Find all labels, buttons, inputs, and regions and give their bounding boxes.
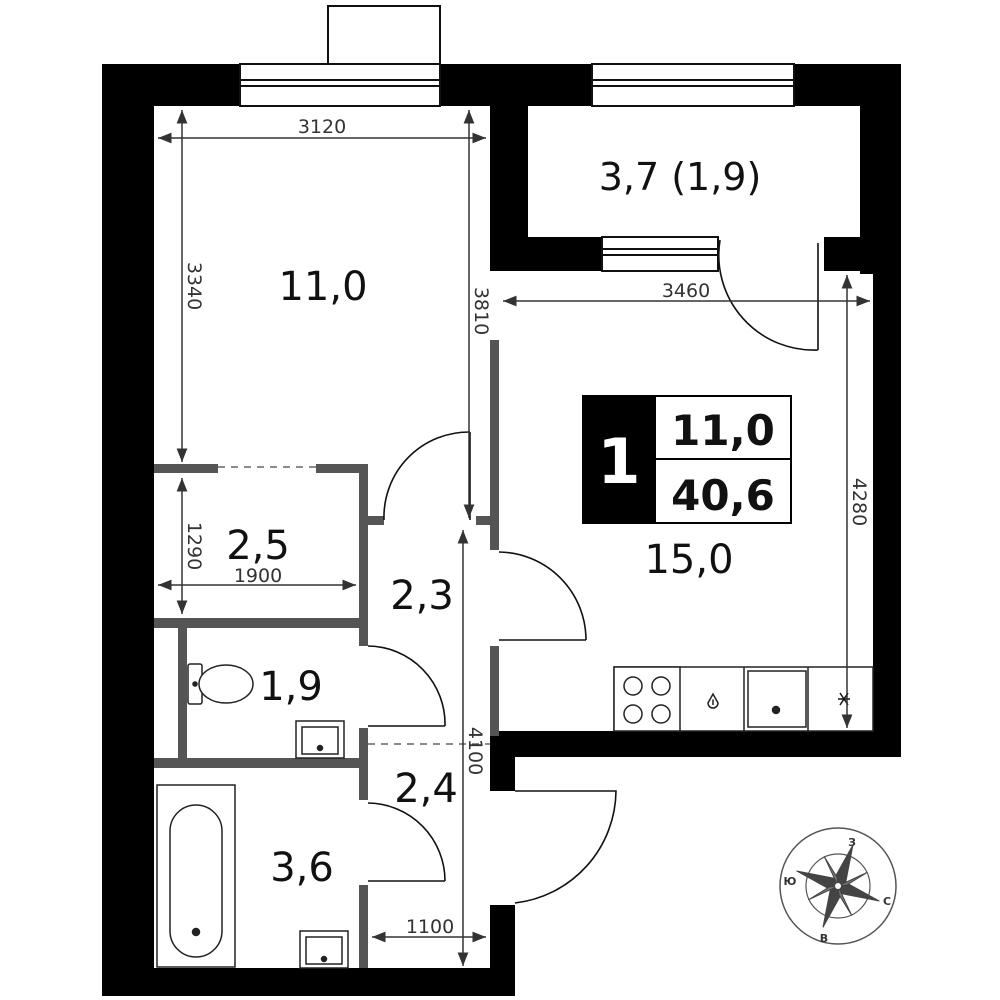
bathroom-top-partition [154,758,368,768]
summary-badge: 1 11,0 40,6 [582,395,792,524]
living-right-partition [490,340,499,550]
living-door-stub [476,516,496,525]
entrance-door-arc [514,790,617,904]
dim-kitchen-depth: 4280 [848,478,870,526]
dimension-labels: 3120 3340 3810 3460 4280 1290 1900 4100 … [183,116,870,938]
exterior-walls [102,64,901,996]
dim-living-width: 3120 [298,116,346,138]
compass-north: З [848,836,856,849]
entrance-upper-wall [490,731,515,791]
room-areas: 11,0 3,7 (1,9) 15,0 2,5 2,3 1,9 2,4 3,6 [226,155,761,891]
room-count: 1 [597,425,640,498]
kitchen-top-wall-right [824,237,860,271]
dashed-openings [218,466,490,745]
storage-top-partition-left [154,464,218,473]
sink [747,670,807,728]
kitchen-area: 15,0 [644,537,733,583]
balcony-area: 3,7 (1,9) [599,155,762,199]
kitchen-left-partition [490,646,499,736]
bathroom-door-arc [367,802,446,882]
dim-living-depth-full: 3810 [470,287,492,335]
stove-burner-icon [623,676,643,696]
kitchen-counter [613,666,874,732]
kitchen-top-wall-left [490,237,602,271]
dim-storage-depth: 1290 [183,522,205,570]
toilet-door-jamb-top [359,628,368,646]
dim-kitchen-width: 3460 [662,280,710,302]
toilet-fixture [187,663,254,705]
bathroom-area: 3,6 [270,845,334,891]
total-area: 40,6 [671,471,775,520]
kitchen-bottom-wall [490,731,901,757]
dim-hall-width: 1100 [406,916,454,938]
storage-door-stub [368,516,384,525]
toilet-left-partition [178,628,187,758]
ventilation-box [327,5,441,65]
bath-sink [299,930,349,969]
kitchen-right-wall [873,237,901,757]
bathroom-right-partition [359,885,368,968]
toilet-sink [295,720,345,759]
living-door-arc [383,431,471,521]
bathtub [156,784,236,968]
bathtub-icon [169,804,223,958]
balcony-left-wall [490,64,528,239]
left-exterior-wall [102,64,154,996]
dim-hall-length: 4100 [464,727,486,775]
balcony-door-arc [717,239,819,351]
compass-west: Ю [784,875,797,888]
toilet-top-partition [154,618,368,628]
kitchen-door-arc [498,551,587,641]
dim-living-depth: 3340 [183,262,205,310]
living-room-area: 11,0 [278,264,367,310]
toilet-door-arc [367,645,446,727]
stove [613,666,681,732]
water-drop-icon [707,692,719,709]
dimension-lines [158,110,870,966]
top-wall-left [102,64,240,106]
storage-right-partition [359,464,368,646]
living-area-total: 11,0 [671,406,775,455]
dim-storage-width: 1900 [234,565,282,587]
partitions [154,340,499,968]
bottom-exterior-wall [102,968,515,996]
storage-top-partition-right [316,464,368,473]
storage-area: 2,5 [226,523,290,569]
toilet-area: 1,9 [259,664,323,710]
hall-area: 2,4 [394,766,458,812]
corridor-area: 2,3 [390,573,454,619]
compass-icon: З С В Ю [779,827,897,945]
toilet-bowl-icon [198,664,254,704]
compass-south: В [820,932,828,945]
room-count-box [583,396,656,523]
compass-east: С [883,895,891,908]
windows [239,5,795,272]
